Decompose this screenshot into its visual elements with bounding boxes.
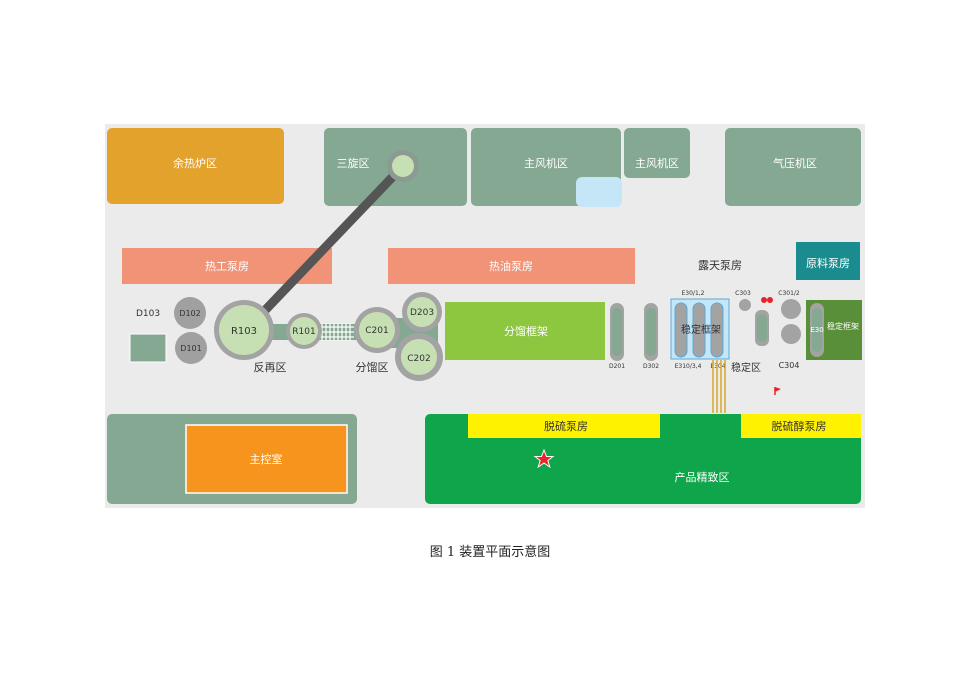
exchanger-tube-1 xyxy=(674,302,688,358)
zone-main-control-room xyxy=(185,424,348,494)
vessel-stabilize-inner xyxy=(757,314,767,342)
zone-product-refining-label: 产品精致区 xyxy=(675,470,730,484)
zone-reaction-regen-label: 反再区 xyxy=(254,361,287,374)
zone-fractionation-frame-label: 分馏框架 xyxy=(504,324,548,338)
zone-thermal-pump-label: 热工泵房 xyxy=(205,260,249,273)
zone-desulf-pump-label: 脱硫泵房 xyxy=(544,419,588,433)
label-D201: D201 xyxy=(609,363,625,370)
label-E30: E30 xyxy=(810,326,823,334)
label-C303: C303 xyxy=(735,290,751,297)
zone-compressor-label: 气压机区 xyxy=(773,156,817,170)
red-flag-icon xyxy=(775,387,781,392)
label-R103: R103 xyxy=(231,326,257,337)
label-E304: E304 xyxy=(710,363,725,370)
zone-fractionation-frame xyxy=(445,302,605,360)
zone-fractionation-label: 分馏区 xyxy=(356,360,389,374)
label-E310-4: E310/3,4 xyxy=(675,363,702,370)
label-D103: D103 xyxy=(136,309,160,319)
label-D302: D302 xyxy=(643,363,659,370)
label-C304: C304 xyxy=(779,361,800,370)
cyclone-vessel-inner xyxy=(392,155,414,177)
zone-raw-pump-label: 原料泵房 xyxy=(806,256,850,270)
red-star-icon xyxy=(533,448,555,469)
label-D101: D101 xyxy=(180,344,201,353)
reaction-pipe-rack xyxy=(318,323,354,341)
vessel-D302-inner xyxy=(646,308,656,356)
zone-waste-heat-boiler xyxy=(107,128,284,204)
zone-main-blower-2-label: 主风机区 xyxy=(635,156,679,170)
label-D102: D102 xyxy=(179,309,200,318)
zone-stabilize-frame-right-label: 稳定框架 xyxy=(827,321,859,331)
zone-stabilize-frame-label: 稳定框架 xyxy=(681,323,721,336)
zone-desulf-pump-house xyxy=(468,414,660,438)
vessel-D102 xyxy=(174,297,206,329)
red-marker-2-icon xyxy=(767,297,773,303)
figure-caption: 图 1 装置平面示意图 xyxy=(429,545,551,560)
reactor-R103-inner xyxy=(219,305,269,355)
label-C301-2: C301/2 xyxy=(778,290,800,297)
vessel-D101 xyxy=(175,332,207,364)
pipe-rack-gold xyxy=(712,360,726,413)
zone-hot-oil-pump-label: 热油泵房 xyxy=(489,259,533,273)
zone-main-blower-2 xyxy=(624,128,690,178)
zone-main-control-label: 主控室 xyxy=(250,452,283,466)
zone-stabilize-label: 稳定区 xyxy=(731,361,761,374)
label-C202: C202 xyxy=(407,354,430,364)
zone-waste-heat-label: 余热炉区 xyxy=(173,156,217,170)
vessel-D203-inner xyxy=(407,297,437,327)
riser-pipe xyxy=(246,162,407,330)
vessel-C301 xyxy=(781,299,801,319)
vessel-D201-inner xyxy=(612,308,622,356)
zone-raw-material-pump-house xyxy=(796,242,860,280)
label-C201: C201 xyxy=(365,326,388,336)
vessel-C303 xyxy=(739,299,751,311)
zone-hot-oil-pump-house xyxy=(388,248,635,284)
reactor-R101-inner xyxy=(290,317,318,345)
vessel-D103 xyxy=(129,333,167,363)
zone-compressor xyxy=(725,128,861,206)
vessel-C302 xyxy=(781,324,801,344)
label-D203: D203 xyxy=(410,308,434,318)
column-C201-inner xyxy=(359,312,395,348)
red-marker-1-icon xyxy=(761,297,767,303)
zone-desulf-alcohol-pump-label: 脱硫醇泵房 xyxy=(772,419,827,433)
zone-desulf-alcohol-pump-house xyxy=(741,414,861,438)
zone-open-pump-label: 露天泵房 xyxy=(698,259,742,272)
exchanger-E30-inner xyxy=(812,308,822,352)
zone-cyclone-label: 三旋区 xyxy=(337,156,370,170)
label-R101: R101 xyxy=(292,327,315,337)
zone-main-blower-1-label: 主风机区 xyxy=(524,156,568,170)
exchanger-tube-2 xyxy=(692,302,706,358)
column-C202-inner xyxy=(401,339,437,375)
zone-blower-light-block xyxy=(576,177,622,207)
label-E301-2: E30/1,2 xyxy=(682,290,705,297)
exchanger-tube-3 xyxy=(710,302,724,358)
